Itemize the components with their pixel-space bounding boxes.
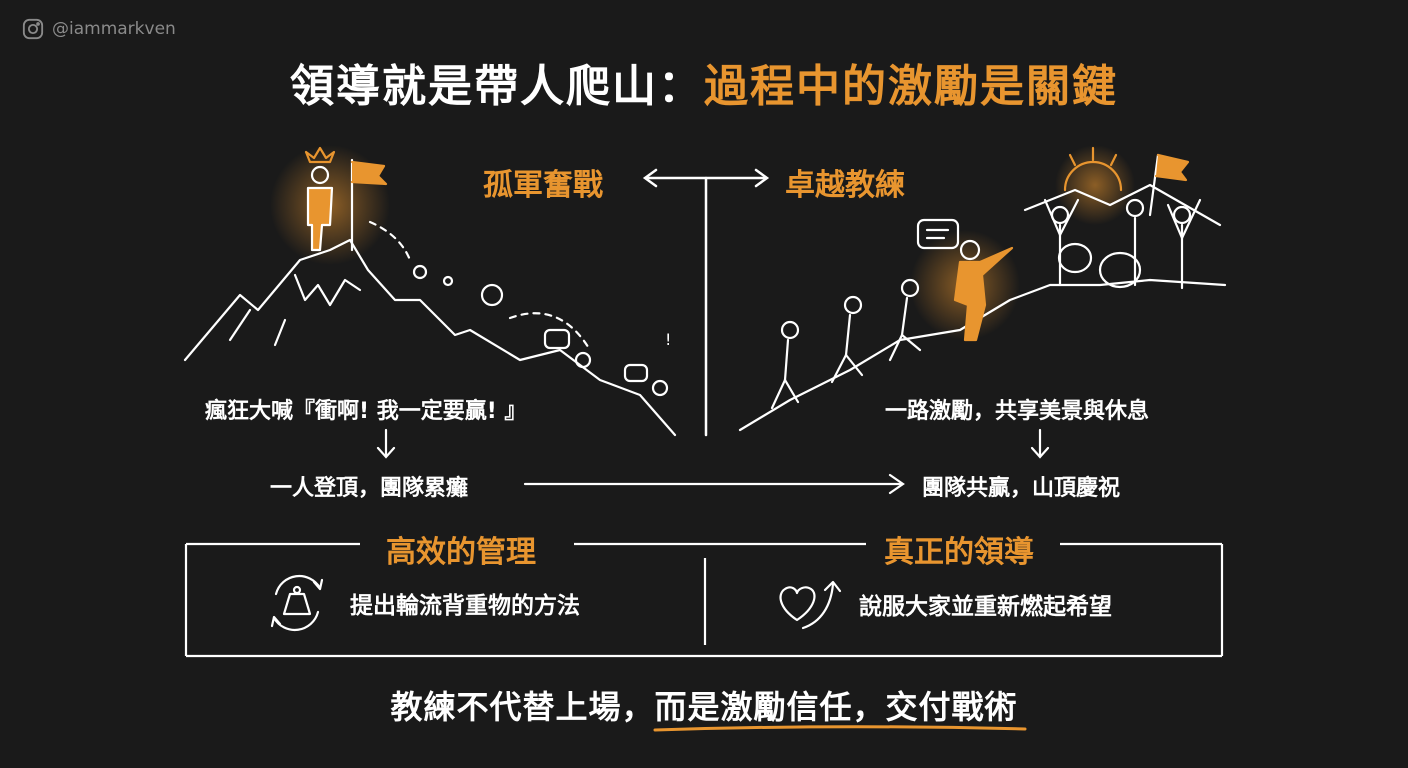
team-climb-scene (738, 145, 1227, 432)
heart-rising-arrow-icon (779, 580, 842, 630)
heading-great-coach: 卓越教練 (785, 168, 905, 203)
lone-climber-mountain: ! (183, 145, 677, 437)
left-cause: 瘋狂大喊『衝啊! 我一定要贏! 』 (205, 399, 527, 424)
title-accent: 過程中的激勵是關鍵 (704, 61, 1118, 112)
heading-lone-fighter: 孤軍奮戰 (483, 168, 603, 203)
conclusion-plain: 教練不代替上場， (390, 688, 655, 726)
versus-arrow (642, 168, 770, 437)
page-title: 領導就是帶人爬山：過程中的激勵是關鍵 (0, 50, 1408, 114)
section-title-management: 高效的管理 (372, 527, 550, 571)
section-item-management: 提出輪流背重物的方法 (264, 572, 580, 634)
right-result: 團隊共贏，山頂慶祝 (922, 476, 1121, 501)
right-cause: 一路激勵，共享美景與休息 (885, 399, 1150, 424)
left-result: 一人登頂，團隊累癱 (270, 476, 469, 501)
section-item-leadership: 說服大家並重新燃起希望 (775, 576, 1112, 632)
instagram-icon (22, 18, 44, 40)
underline-accent (653, 725, 1027, 732)
leadership-text: 說服大家並重新燃起希望 (859, 594, 1112, 620)
svg-text:!: ! (665, 330, 671, 349)
title-main: 領導就是帶人爬山： (290, 61, 704, 112)
section-title-leadership: 真正的領導 (870, 527, 1048, 571)
flow-arrows (376, 428, 1050, 495)
sections-frame (184, 542, 1224, 658)
management-text: 提出輪流背重物的方法 (350, 593, 580, 619)
conclusion-underlined: 而是激勵信任，交付戰術 (654, 688, 1018, 726)
rotate-weight-icon (270, 574, 324, 632)
watermark-handle: @iammarkven (52, 19, 176, 39)
watermark: @iammarkven (22, 18, 176, 40)
conclusion: 教練不代替上場，而是激勵信任，交付戰術 (0, 682, 1408, 728)
